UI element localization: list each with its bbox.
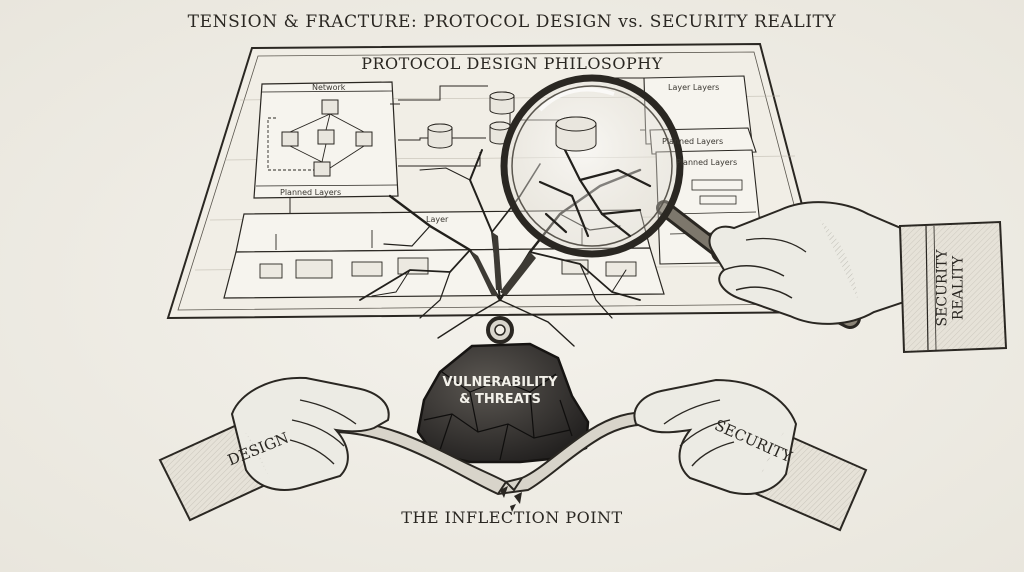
threats-line: & THREATS	[459, 392, 541, 407]
layer-label: Layer	[426, 215, 449, 224]
right-cuff	[898, 220, 1008, 354]
cuff-reality-line: REALITY	[950, 255, 967, 321]
page-title: TENSION & FRACTURE: PROTOCOL DESIGN vs. …	[187, 12, 837, 32]
network-label: Network	[312, 83, 346, 92]
planned-layers-label: Planned Layers	[280, 188, 342, 197]
left-hand-design	[158, 376, 390, 522]
crack-shadows	[470, 232, 536, 296]
security-reality-label: SECURITY REALITY	[934, 250, 966, 327]
planned-layers-right-label: Planned Layers	[662, 137, 724, 146]
blueprint-heading: PROTOCOL DESIGN PHILOSOPHY	[361, 54, 663, 73]
right-hand-security	[633, 378, 868, 532]
inflection-point-caption: THE INFLECTION POINT	[401, 508, 623, 527]
vulnerability-weight	[416, 316, 590, 464]
layer-layers-label: Layer Layers	[668, 83, 720, 92]
planned-layers-right-label-2: Planned Layers	[676, 158, 738, 167]
vulnerability-line: VULNERABILITY	[442, 375, 558, 390]
cuff-security-line: SECURITY	[934, 249, 951, 327]
network-diagram	[253, 81, 399, 199]
right-hand-magnifier	[708, 201, 911, 325]
vulnerability-threats-label: VULNERABILITY & THREATS	[438, 374, 562, 408]
